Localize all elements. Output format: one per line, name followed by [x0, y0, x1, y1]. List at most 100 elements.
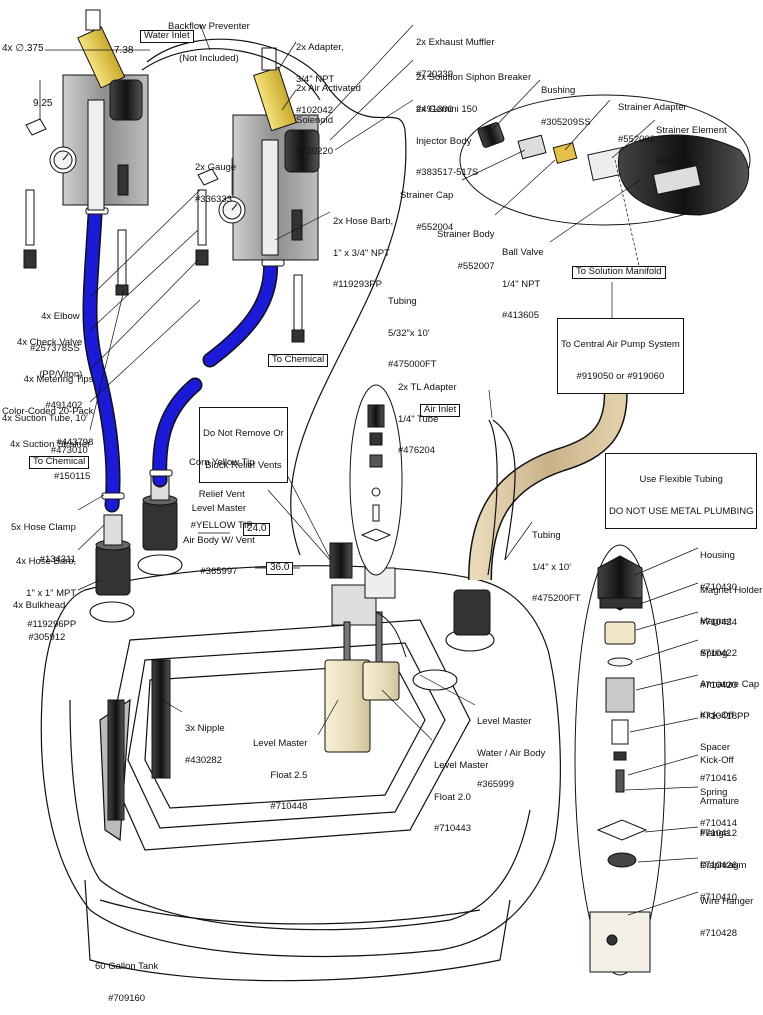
callout-line: #552007: [457, 260, 495, 272]
callout-armature: Armature #710412: [700, 776, 739, 850]
callout-line: Armature Cap: [700, 679, 760, 690]
callout-line: #YELLOW TIP: [190, 520, 253, 531]
central-air-note: To Central Air Pump System #919050 or #9…: [557, 318, 684, 394]
callout-line: Magnet: [700, 616, 732, 627]
callout-line: #552004: [416, 221, 454, 233]
callout-corn-yellow-tip: Corn Yellow Tip Relief Vent #YELLOW TIP: [189, 437, 254, 542]
callout-line: #491300: [416, 103, 453, 115]
callout-line: Ball Valve: [502, 247, 544, 258]
callout-line: #491402: [45, 400, 83, 411]
callout-flange: Flange #710426: [700, 808, 737, 882]
level-master-exploded: [349, 384, 403, 576]
callout-hose-barb-34: 2x Hose Barb, 1" x 3/4" NPT #119293PP: [333, 196, 393, 301]
relief-vent-warning-line: Do Not Remove Or: [203, 428, 284, 439]
callout-line: Relief Vent: [198, 488, 245, 500]
callout-line: #710410: [700, 891, 737, 903]
callout-line: #710416: [700, 773, 737, 784]
callout-elbow: 4x Elbow #257378SS: [30, 291, 80, 365]
callout-line: Housing: [700, 550, 735, 561]
callout-line: #710412: [700, 827, 737, 839]
callout-line: #305209SS: [541, 116, 591, 128]
blue-suction-hoses: [82, 207, 279, 513]
callout-line: Spacer: [700, 741, 731, 753]
callout-line: 3/4" NPT: [296, 73, 335, 85]
callout-metering-tips: 4x Metering Tips Color-Coded 20-Pack #44…: [2, 354, 93, 459]
callout-line: Bushing: [541, 85, 576, 96]
callout-line: (Not Included): [179, 52, 239, 64]
callout-line: 2x TL Adapter: [398, 382, 457, 393]
callout-bushing: Bushing #305209SS: [541, 65, 591, 139]
callout-line: Float 2.5: [270, 769, 308, 781]
callout-line: 1/4" x 10': [532, 561, 571, 573]
callout-line: 2x Exhaust Muffler: [416, 37, 495, 48]
diagram-stage: 4x ∅.375 7.38 9.25 24.0 36.0 Water Inlet…: [2, 9, 762, 1003]
strainer-detail: [459, 94, 751, 226]
callout-line: #413605: [502, 310, 539, 321]
callout-line: #134311: [39, 553, 76, 565]
callout-tubing-532: Tubing 5/32"x 10' #475000FT: [388, 276, 437, 381]
callout-line: Level Master: [191, 503, 247, 514]
callout-line: Level Master: [434, 760, 489, 771]
callout-line: #709160: [108, 992, 146, 1004]
callout-line: 2x Hose Barb,: [333, 216, 394, 227]
callout-hose-clamp: 5x Hose Clamp #134311: [11, 502, 76, 576]
callout-line: 2x Gemini 150: [416, 104, 478, 115]
callout-line: #710422: [700, 647, 737, 659]
callout-line: #475200FT: [532, 593, 581, 604]
injector-panel-right: [218, 47, 320, 261]
callout-float-20: Level Master Float 2.0 #710443: [434, 740, 488, 845]
callout-solenoid: 2x Air Activated Solenoid #720220: [296, 63, 361, 168]
callout-kickoff-spring: Kick-Off Spring #710414: [700, 735, 737, 840]
callout-line: #720220: [296, 146, 333, 157]
nipple-pipe: [151, 659, 171, 779]
callout-ball-valve: Ball Valve 1/4" NPT #413605: [502, 227, 544, 332]
callout-line: #710443: [434, 823, 471, 834]
dim-width-label: 7.38: [114, 45, 134, 56]
callout-injector-body: 2x Gemini 150 Injector Body #383517-517S: [416, 84, 478, 189]
callout-line: Color-Coded 20-Pack: [2, 405, 94, 417]
callout-tank: 60 Gallon Tank #709160: [95, 941, 158, 1015]
flex-tubing-note: Use Flexible Tubing DO NOT USE METAL PLU…: [605, 453, 758, 529]
callout-gauge: 2x Gauge #336333: [195, 142, 236, 216]
callout-line: 4x Check Valve: [17, 337, 83, 348]
callout-line: #552009: [656, 156, 693, 168]
central-air-note-line: To Central Air Pump System: [561, 339, 680, 350]
callout-line: 2x Air Activated: [296, 83, 361, 94]
callout-line: #710420: [700, 679, 737, 691]
callout-check-valve: 4x Check Valve (PP/Viton) #491402: [17, 317, 82, 422]
callout-line: Tubing: [388, 296, 417, 307]
callout-strainer-adapter: Strainer Adapter #552002: [618, 82, 687, 156]
callout-kickoff-spacer: Kick-Off Spacer #710416: [700, 690, 737, 795]
callout-line: #430282: [185, 754, 222, 766]
flex-tubing: [468, 378, 628, 581]
callout-line: #150115: [53, 470, 91, 482]
callout-line: Float 2.0: [434, 791, 471, 803]
callout-line: Level Master: [253, 738, 308, 749]
dim-24-label: 24.0: [243, 523, 271, 536]
to-chemical-left-note: To Chemical: [29, 456, 90, 469]
callout-line: #119293PP: [333, 279, 382, 290]
callout-tubing-14: Tubing 1/4" x 10' #475200FT: [532, 510, 581, 615]
callout-line: #443798: [56, 437, 94, 448]
callout-nipple: 3x Nipple #430282: [185, 703, 225, 777]
callout-line: Kick-Off: [700, 755, 734, 766]
callout-wire-hanger: Wire Hanger #710428: [700, 876, 753, 950]
leader-lines: [77, 23, 699, 916]
callout-strainer-cap: Strainer Cap #552004: [400, 170, 453, 244]
exploded-assembly-drawing: [23, 9, 751, 982]
callout-line: #473010: [50, 444, 88, 456]
callout-line: #552002: [618, 133, 655, 145]
callout-line: #710428: [700, 927, 737, 939]
nipple-pipe: [107, 699, 125, 821]
callout-diaphragm: Diaphragm #710410: [700, 840, 746, 914]
callout-suction-tube: 4x Suction Tube, 10' #473010: [2, 393, 88, 467]
callout-tl-adapter: 2x TL Adapter 1/4" Tube #476204: [398, 362, 457, 467]
callout-line: Strainer Body: [437, 229, 495, 240]
callout-line: Strainer Cap: [400, 190, 454, 201]
callout-line: #305912: [28, 631, 66, 643]
callout-line: 2x Gauge: [195, 162, 237, 173]
callout-exhaust-muffler: 2x Exhaust Muffler #720239: [416, 17, 495, 91]
callout-line: #257378SS: [30, 342, 80, 354]
callout-line: 1" x 3/4" NPT: [333, 247, 390, 259]
callout-line: 5/32"x 10': [388, 327, 430, 339]
